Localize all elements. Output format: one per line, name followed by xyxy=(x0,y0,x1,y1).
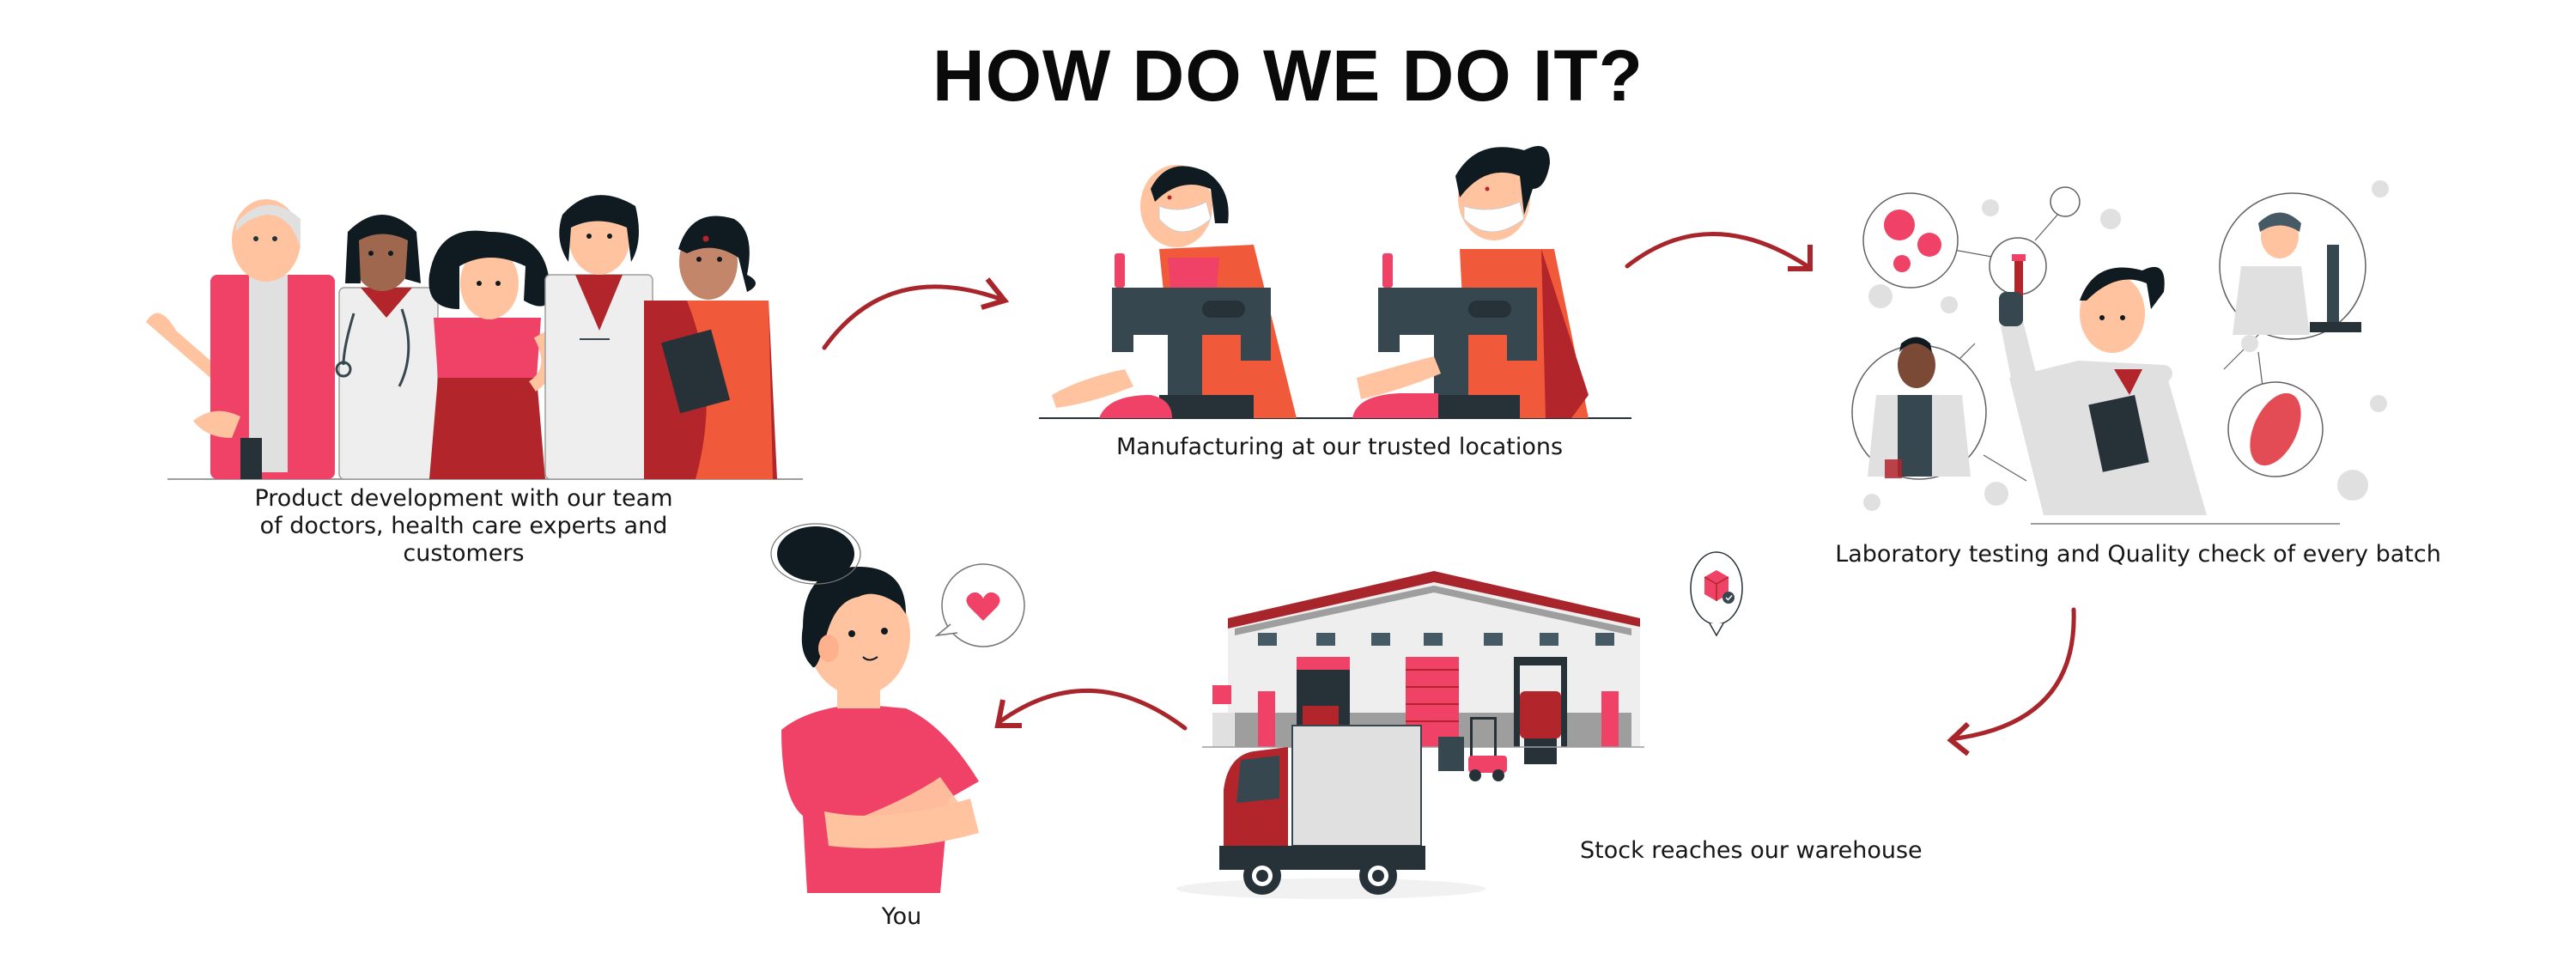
team-illustration xyxy=(146,195,803,480)
box-check-icon xyxy=(1690,551,1743,637)
step-product-development: Product development with our team of doc… xyxy=(129,180,816,567)
heart-icon xyxy=(934,563,1025,647)
flow-arrow-1 xyxy=(822,277,1010,350)
sewing-illustration xyxy=(1039,146,1631,419)
caption-line-1: Product development with our team xyxy=(254,485,673,512)
warehouse-illustration xyxy=(1176,571,1644,899)
step-manufacturing: Manufacturing at our trusted locations xyxy=(1030,137,1649,464)
step-warehouse: Stock reaches our warehouse xyxy=(1176,550,1975,936)
page-title: HOW DO WE DO IT? xyxy=(933,35,1643,116)
step-caption-warehouse: Stock reaches our warehouse xyxy=(1580,837,1923,864)
you-illustration xyxy=(770,523,979,893)
caption-line-2: of doctors, health care experts and cust… xyxy=(259,513,668,567)
step-caption-product-development: Product development with our team of doc… xyxy=(206,485,721,568)
step-caption-manufacturing: Manufacturing at our trusted locations xyxy=(1115,434,1564,460)
step-caption-lab-testing: Laboratory testing and Quality check of … xyxy=(1835,541,2441,568)
flow-arrow-2 xyxy=(1625,232,1813,271)
step-caption-you: You xyxy=(881,903,922,930)
step-you: You xyxy=(756,515,1048,945)
step-lab-testing: Laboratory testing and Quality check of … xyxy=(1835,172,2447,584)
flow-arrow-3 xyxy=(1947,607,2076,756)
flow-arrow-4 xyxy=(994,689,1188,731)
lab-illustration xyxy=(1851,180,2389,525)
